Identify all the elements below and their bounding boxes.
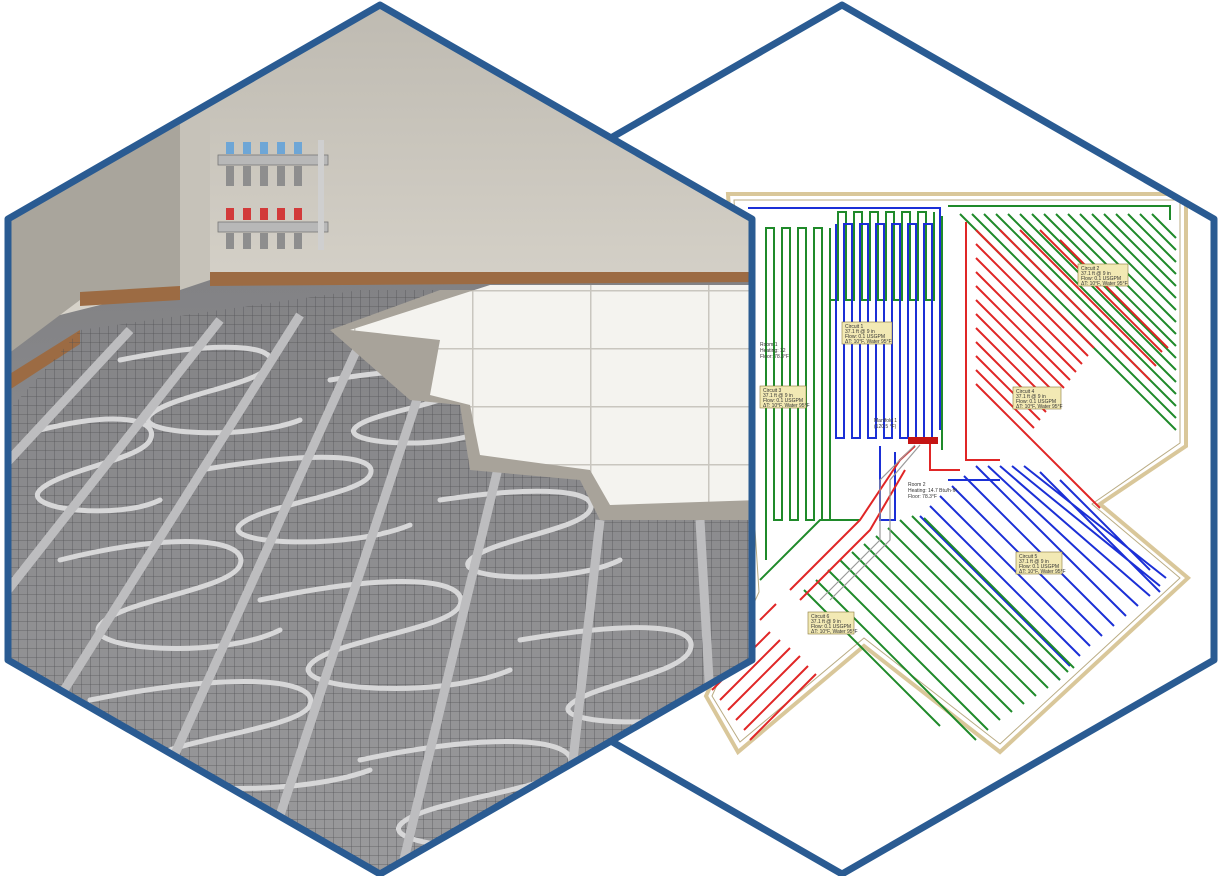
- room-note-line: Manifold 1: [874, 418, 897, 424]
- zone-label: Circuit 4 37.1 ft @ 9 in Flow: 0.1 USGPM…: [1012, 386, 1063, 410]
- zone-label: Circuit 6 37.1 ft @ 9 in Flow: 0.1 USGPM…: [807, 611, 858, 635]
- room-note-line: Heating: 14.7 Btu/h·ft²: [908, 488, 957, 494]
- left-hexagon-frame: [4, 1, 756, 876]
- room-note: Manifold 1 (120.5 °F): [874, 418, 897, 430]
- manifold-bar: [908, 437, 938, 444]
- zone-label-line: ΔT: 10°F, Water 95°F: [1081, 281, 1128, 287]
- red-heating-loop: [929, 222, 1169, 509]
- zone-label-line: 37.1 ft @ 9 in: [1016, 394, 1046, 400]
- room-note-line: Floor: 78.3°F: [908, 494, 937, 500]
- green-heating-loop: [759, 205, 1171, 581]
- zone-label: Circuit 5 37.1 ft @ 9 in Flow: 0.1 USGPM…: [1015, 551, 1066, 575]
- zone-label-line: Circuit 2: [1081, 266, 1100, 272]
- manifold: [217, 140, 329, 250]
- zone-label-line: 37.1 ft @ 9 in: [845, 329, 875, 335]
- zone-label-line: Flow: 0.1 USGPM: [1081, 276, 1121, 282]
- room-note: Room 1 Heating: 12 Floor: 78.3°F: [760, 342, 789, 360]
- zone-label-line: Circuit 1: [845, 324, 864, 330]
- zone-label-line: ΔT: 10°F, Water 95°F: [763, 403, 810, 409]
- zone-label-line: 37.1 ft @ 9 in: [1019, 559, 1049, 565]
- tile-surface: [350, 285, 752, 505]
- room-note: Room 2 Heating: 14.7 Btu/h·ft² Floor: 78…: [908, 482, 957, 500]
- room-note-line: Floor: 78.3°F: [760, 354, 789, 360]
- zone-label-line: Circuit 5: [1019, 554, 1038, 560]
- room-note-line: Room 1: [760, 342, 778, 348]
- zone-label-line: 37.1 ft @ 9 in: [763, 393, 793, 399]
- zone-label-line: Flow: 0.1 USGPM: [811, 624, 851, 630]
- zone-label-line: Circuit 4: [1016, 389, 1035, 395]
- zone-label-line: Circuit 6: [811, 614, 830, 620]
- zone-label: Circuit 3 37.1 ft @ 9 in Flow: 0.1 USGPM…: [759, 385, 810, 409]
- zone-label: Circuit 2 37.1 ft @ 9 in Flow: 0.1 USGPM…: [1077, 263, 1129, 287]
- zone-label-line: ΔT: 10°F, Water 95°F: [1019, 569, 1066, 575]
- zone-label-line: Flow: 0.1 USGPM: [845, 334, 885, 340]
- zone-label-line: ΔT: 10°F, Water 95°F: [1016, 404, 1063, 410]
- zone-label-line: ΔT: 10°F, Water 95°F: [845, 339, 892, 345]
- zone-label-line: Flow: 0.1 USGPM: [763, 398, 803, 404]
- zone-label: Circuit 1 37.1 ft @ 9 in Flow: 0.1 USGPM…: [841, 321, 893, 345]
- zone-label-line: 37.1 ft @ 9 in: [811, 619, 841, 625]
- room-note-line: Room 2: [908, 482, 926, 488]
- green-lower-loop: [803, 515, 1075, 741]
- baseboard: [210, 272, 752, 286]
- supply-lines: [819, 444, 921, 601]
- room-note-line: (120.5 °F): [874, 424, 897, 430]
- zone-label-line: Circuit 3: [763, 388, 782, 394]
- room-note-line: Heating: 12: [760, 348, 786, 354]
- zone-label-line: Flow: 0.1 USGPM: [1019, 564, 1059, 570]
- zone-label-line: ΔT: 10°F, Water 95°F: [811, 629, 858, 635]
- zone-label-line: Flow: 0.1 USGPM: [1016, 399, 1056, 405]
- zone-label-line: 37.1 ft @ 9 in: [1081, 271, 1111, 277]
